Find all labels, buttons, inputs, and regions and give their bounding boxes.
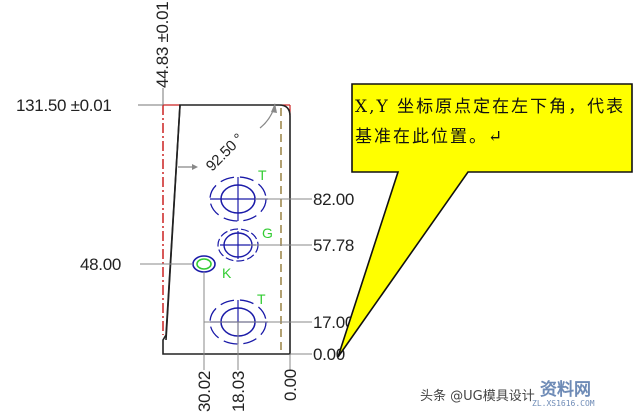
dim-y-0: 0.00 — [313, 345, 345, 364]
watermark-logo: 资料网 — [540, 380, 591, 400]
dim-y-82: 82.00 — [313, 190, 354, 209]
hole-label-k: K — [222, 265, 232, 281]
dim-44-83: 44.83 ±0.01 — [153, 2, 172, 88]
angle-arrow-right — [271, 103, 277, 113]
dim-x-0: 0.00 — [281, 369, 300, 401]
dim-y-17: 17.00 — [313, 313, 354, 332]
tapered-edge — [165, 104, 181, 341]
dim-y-57-78: 57.78 — [313, 236, 354, 255]
watermark-source: 头条 @UG模具设计 — [420, 389, 535, 404]
dim-x-30-02: 30.02 — [195, 371, 214, 412]
callout-text: X,Y 坐标原点定在左下角，代表基准在此位置。↵ — [355, 97, 626, 147]
dim-x-18-03: 18.03 — [229, 371, 248, 412]
watermark-url: ZL.XS1616.COM — [532, 399, 595, 408]
dim-131-50: 131.50 ±0.01 — [16, 96, 112, 115]
hole-label-t-bottom: T — [257, 291, 266, 307]
callout-bubble — [337, 83, 633, 358]
dim-y-48: 48.00 — [80, 255, 121, 274]
hole-label-g: G — [262, 225, 273, 241]
part-outline — [162, 104, 291, 355]
hole-label-t-top: T — [258, 167, 267, 183]
dim-angle: 92.50 ° — [203, 130, 247, 174]
angle-arrow-left — [192, 164, 198, 170]
hole-k — [192, 255, 216, 273]
